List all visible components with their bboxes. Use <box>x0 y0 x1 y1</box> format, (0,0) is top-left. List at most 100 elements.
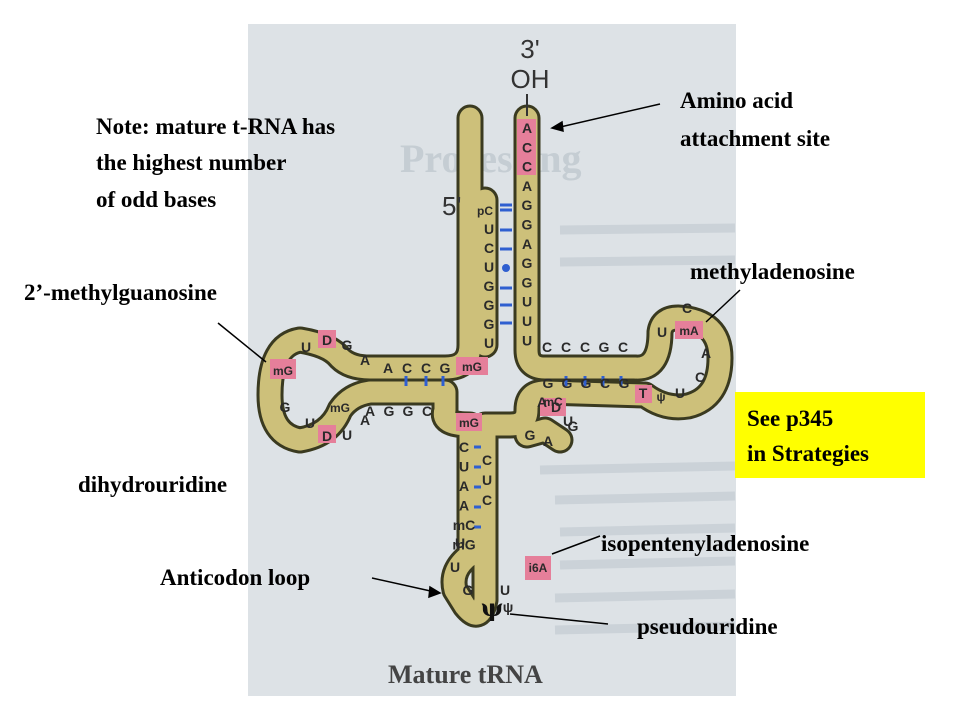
three-prime-label: 3' <box>520 34 539 64</box>
methylguanosine-label: 2’-methylguanosine <box>24 280 217 305</box>
base-anticodon-3-4: U <box>482 472 492 488</box>
methyladenosine-label: methyladenosine <box>690 259 855 284</box>
base-acceptor-3-4: G <box>522 197 533 213</box>
base-d-stem-top-1: C <box>402 360 412 376</box>
base-d-loop-7: U <box>305 415 315 431</box>
amino-acid-label-1: Amino acid <box>680 88 794 113</box>
pseudouridine-label: pseudouridine <box>637 614 778 639</box>
base-acceptor-3-1: C <box>522 139 532 155</box>
base-anticodon-loop-3: ψ <box>503 599 514 615</box>
note-line-1: Note: mature t-RNA has <box>96 114 336 139</box>
base-t-stem-bot-4: G <box>619 375 630 391</box>
base-acceptor-3-5: G <box>522 217 533 233</box>
base-acceptor-5-2: C <box>484 240 494 256</box>
bg-text: Processing <box>400 136 581 181</box>
base-d-loop-3: D <box>322 332 332 348</box>
base-anticodon-3-5: C <box>482 492 492 508</box>
see-reference-line-1: See p345 <box>747 406 834 431</box>
base-d-loop-4: U <box>301 339 311 355</box>
base-t-loop-0: U <box>657 324 667 340</box>
base-d-loop-9: U <box>342 427 352 443</box>
base-t-stem-top-4: C <box>618 339 628 355</box>
trna-backbone <box>256 104 734 628</box>
base-t-loop-1: C <box>682 300 692 316</box>
base-t-loop-3: A <box>701 345 711 361</box>
figure-caption: Mature tRNA <box>388 660 543 689</box>
base-mg-junction-1: mG <box>459 416 479 430</box>
base-d-stem-bot-0: A <box>365 403 375 419</box>
base-t-stem-bot-0: G <box>543 375 554 391</box>
base-d-stem-top-0: A <box>383 360 393 376</box>
base-anticodon-3-3: C <box>482 452 492 468</box>
base-d-loop-1: A <box>360 352 370 368</box>
base-anticodon-3-0: G <box>525 427 536 443</box>
base-acceptor-5-6: G <box>484 316 495 332</box>
base-d-stem-top-3: G <box>440 360 451 376</box>
base-anticodon-loop-5: i6A <box>529 561 548 575</box>
base-acceptor-5-5: G <box>484 297 495 313</box>
base-t-stem-top-2: C <box>580 339 590 355</box>
base-acceptor-5-1: U <box>484 221 494 237</box>
base-acceptor-3-3: A <box>522 178 532 194</box>
base-anticodon-5-2: A <box>459 478 469 494</box>
base-t-loop-7: T <box>639 385 648 401</box>
base-d-loop-8: D <box>322 428 332 444</box>
see-reference-box <box>735 392 925 478</box>
base-t-stem-top-1: C <box>561 339 571 355</box>
base-anticodon-5-4: mC <box>453 517 476 533</box>
psi-symbol: ψ <box>481 593 504 622</box>
base-acceptor-3-8: G <box>522 274 533 290</box>
base-acceptor-3-9: U <box>522 294 532 310</box>
modified-base-boxes <box>270 119 703 580</box>
isopentenyladenosine-label: isopentenyladenosine <box>601 531 810 556</box>
base-anticodon-5-5: mG <box>452 537 475 553</box>
base-acceptor-5-7: U <box>484 335 494 351</box>
base-t-stem-bot-3: C <box>600 375 610 391</box>
base-d-stem-top-2: C <box>421 360 431 376</box>
base-variable-0: A <box>537 394 547 410</box>
base-d-loop-5: mG <box>330 401 350 415</box>
base-acceptor-3-10: U <box>522 313 532 329</box>
base-acceptor-3-2: C <box>522 159 532 175</box>
base-acceptor-3-0: A <box>522 120 532 136</box>
base-d-loop-2: G <box>342 337 353 353</box>
base-d-loop-10: A <box>360 412 370 428</box>
base-d-stem-bot-2: G <box>403 403 414 419</box>
base-acceptor-3-6: A <box>522 236 532 252</box>
base-t-loop-6: ψ <box>656 390 665 404</box>
base-t-stem-bot-1: G <box>562 375 573 391</box>
base-anticodon-loop-4: U <box>500 582 510 598</box>
base-anticodon-loop-0: U <box>455 535 465 551</box>
note-line-2: the highest number <box>96 150 287 175</box>
pointer-lines <box>217 103 741 625</box>
base-anticodon-5-3: A <box>459 498 469 514</box>
base-acceptor-5-3: U <box>484 259 494 275</box>
base-anticodon-5-0: C <box>459 439 469 455</box>
base-mg-junction-0: mG <box>462 360 482 374</box>
base-t-loop-5: U <box>675 385 685 401</box>
base-anticodon-loop-2: G <box>463 582 474 598</box>
note-line-3: of odd bases <box>96 187 217 212</box>
base-d-loop-0: mG <box>273 364 293 378</box>
base-acceptor-5-0: pC <box>477 204 493 218</box>
dihydrouridine-label: dihydrouridine <box>78 472 228 497</box>
base-variable-3: mC <box>543 395 563 409</box>
five-prime-label: 5' <box>442 191 461 221</box>
base-variable-2: D <box>551 399 561 415</box>
base-anticodon-loop-1: U <box>450 559 460 575</box>
see-reference-line-2: in Strategies <box>747 441 870 466</box>
oh-label: OH <box>511 64 550 94</box>
base-acceptor-3-7: G <box>522 255 533 271</box>
amino-acid-label-2: attachment site <box>680 126 831 151</box>
base-t-stem-top-3: G <box>599 339 610 355</box>
base-acceptor-5-4: G <box>484 278 495 294</box>
base-d-stem-bot-1: G <box>384 403 395 419</box>
base-t-loop-4: C <box>695 369 705 385</box>
anticodon-loop-label: Anticodon loop <box>160 565 311 590</box>
base-variable-1: G <box>568 418 579 434</box>
gu-wobble-dot <box>502 264 510 272</box>
base-acceptor-3-11: U <box>522 332 532 348</box>
